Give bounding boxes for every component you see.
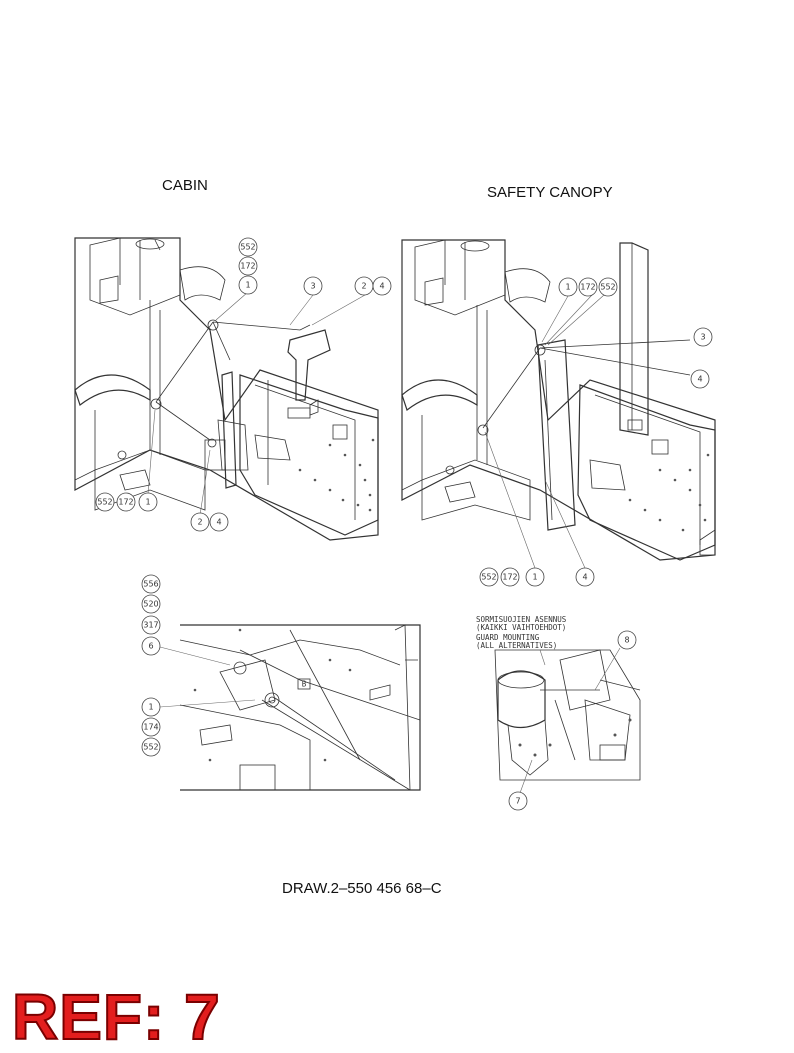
drawing-number: DRAW.2–550 456 68–C <box>282 880 442 897</box>
callout-bubble: 8 <box>617 630 637 650</box>
canopy-drawing <box>401 239 716 569</box>
callout-bubble: 174 <box>141 717 161 737</box>
callout-bubble: 1 <box>138 492 158 512</box>
callout-bubble: 4 <box>575 567 595 587</box>
svg-text:7: 7 <box>515 797 520 806</box>
svg-text:3: 3 <box>700 333 705 342</box>
callout-bubble: 1 <box>525 567 545 587</box>
callout-bubble: 556 <box>141 574 161 594</box>
callout-bubble: 4 <box>372 276 392 296</box>
svg-text:552: 552 <box>600 283 615 292</box>
svg-text:8: 8 <box>624 636 629 645</box>
svg-text:2: 2 <box>197 518 202 527</box>
callout-bubble: 552 <box>141 737 161 757</box>
svg-text:552: 552 <box>143 743 158 752</box>
svg-text:172: 172 <box>580 283 595 292</box>
callout-bubble: 3 <box>693 327 713 347</box>
detail-left-drawing: B <box>159 624 421 791</box>
cabin-title: CABIN <box>162 177 208 194</box>
svg-text:3: 3 <box>310 282 315 291</box>
svg-text:1: 1 <box>532 573 537 582</box>
callout-bubble: 552 <box>598 277 618 297</box>
svg-text:174: 174 <box>143 723 158 732</box>
callout-bubble: 172 <box>238 256 258 276</box>
guard-note-line-2: (KAIKKI VAIHTOEHDOT) <box>476 623 566 632</box>
callout-bubble: 1 <box>238 275 258 295</box>
svg-text:4: 4 <box>216 518 221 527</box>
ref-stamp: REF: 7 <box>11 981 221 1053</box>
detail-box-label: B <box>302 680 307 689</box>
svg-text:317: 317 <box>143 621 158 630</box>
callout-bubble: 4 <box>209 512 229 532</box>
callout-bubble: 1 <box>558 277 578 297</box>
callout-bubble: 172 <box>116 492 136 512</box>
svg-text:552: 552 <box>481 573 496 582</box>
callout-bubble: 2 <box>354 276 374 296</box>
svg-text:4: 4 <box>582 573 587 582</box>
svg-text:4: 4 <box>379 282 384 291</box>
detail-right-drawing: SORMISUOJIEN ASENNUS (KAIKKI VAIHTOEHDOT… <box>476 615 641 794</box>
callout-bubble: 6 <box>141 636 161 656</box>
svg-text:6: 6 <box>148 642 153 651</box>
cabin-drawing <box>74 237 379 541</box>
callout-bubble: 552 <box>238 237 258 257</box>
svg-text:520: 520 <box>143 600 158 609</box>
svg-text:1: 1 <box>565 283 570 292</box>
svg-text:1: 1 <box>148 703 153 712</box>
svg-text:2: 2 <box>361 282 366 291</box>
guard-note-line-4: (ALL ALTERNATIVES) <box>476 641 557 650</box>
svg-text:552: 552 <box>97 498 112 507</box>
callout-bubble: 552 <box>479 567 499 587</box>
svg-text:1: 1 <box>145 498 150 507</box>
callout-bubble: 552 <box>95 492 115 512</box>
svg-text:552: 552 <box>240 243 255 252</box>
guard-note-line-3: GUARD MOUNTING <box>476 633 540 642</box>
callout-bubble: 172 <box>578 277 598 297</box>
callout-bubble: 1 <box>141 697 161 717</box>
svg-text:4: 4 <box>697 375 702 384</box>
svg-text:1: 1 <box>245 281 250 290</box>
callout-bubble: 2 <box>190 512 210 532</box>
safety-canopy-title: SAFETY CANOPY <box>487 184 613 201</box>
callout-bubble: 172 <box>500 567 520 587</box>
callout-bubble: 317 <box>141 615 161 635</box>
callout-bubble: 7 <box>508 791 528 811</box>
svg-text:172: 172 <box>240 262 255 271</box>
guard-note-line-1: SORMISUOJIEN ASENNUS <box>476 615 567 624</box>
svg-text:172: 172 <box>502 573 517 582</box>
svg-text:172: 172 <box>118 498 133 507</box>
callout-bubble: 4 <box>690 369 710 389</box>
callout-bubble: 520 <box>141 594 161 614</box>
callout-bubble: 3 <box>303 276 323 296</box>
svg-text:556: 556 <box>143 580 158 589</box>
